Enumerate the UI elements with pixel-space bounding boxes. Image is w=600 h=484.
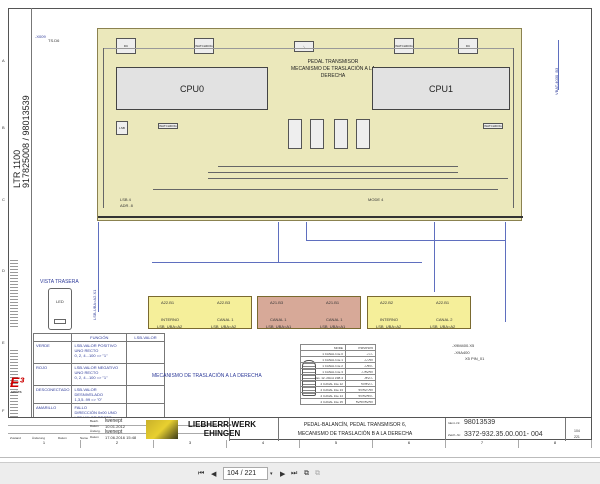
connector-sub: X5 PIN_01 — [465, 356, 485, 361]
rear-view-title: VISTA TRASERA — [40, 279, 79, 285]
document-numbers: 917825008 / 98013539 — [21, 95, 31, 188]
title-block: Zustand Änderung Datum Name Bearb. lwene… — [8, 417, 592, 441]
watchdog-box: WATCHDOG — [194, 38, 214, 54]
adr-label: ADR. 8 — [120, 203, 133, 208]
row-letter: F — [2, 408, 5, 413]
modifier: lwenept — [105, 429, 123, 435]
created-date: 10.01.2012 — [105, 424, 126, 429]
ident-number: 98013539 — [464, 419, 496, 426]
cpu1-block: CPU1 — [372, 67, 510, 110]
e3-logo-sub: series — [11, 389, 22, 394]
overlay-label: MECANISMO DE TRASLACIÓN A LA DERECHA — [152, 373, 262, 379]
first-page-icon[interactable]: ⏮ — [198, 470, 205, 477]
dc-converter-1: DC — [458, 38, 478, 54]
row-letter: B — [2, 125, 5, 130]
notice-text-2 — [10, 348, 18, 418]
dc-converter-0: DC — [116, 38, 136, 54]
led-label: LED — [56, 299, 64, 304]
left-title-strip: LTR 1100 917825008 / 98013539 E³ series — [8, 8, 32, 418]
next-page-icon[interactable]: ▶ — [280, 471, 286, 478]
crane-image — [146, 420, 178, 439]
copy-page-icon[interactable]: ⧉ — [304, 470, 309, 477]
drawing-description: PEDAL-BALANCÍN, PEDAL TRANSMISOR 6,MECAN… — [297, 422, 413, 437]
watchdog-box-1: WATCHDOG — [394, 38, 414, 54]
row-letter: E — [2, 340, 5, 345]
drawing-number: 3372-932.35.00.001- 004 — [464, 431, 543, 438]
lsb-box: LSB — [116, 121, 128, 135]
drawing-frame — [8, 8, 592, 440]
page-number-input[interactable]: 104 / 221 — [223, 467, 268, 480]
sheet-total: 221 — [574, 435, 580, 439]
author: lwenept — [105, 418, 123, 424]
pedal-transmitter-board: DC WATCHDOG ⟍ WATCHDOG DC PEDAL TRANSMIS… — [97, 28, 523, 221]
connector-label: -X9M400.X5 — [452, 343, 475, 348]
rear-view-device: LED — [48, 288, 72, 330]
e3-logo: E³ — [10, 374, 24, 390]
sheet-number: 104 — [574, 429, 580, 433]
copy-disabled-icon[interactable]: ⧉ — [315, 470, 320, 477]
row-letter: D — [2, 268, 5, 273]
viewer-toolbar: ⏮ ◀ 104 / 221 ▾ ▶ ⏭ ⧉ ⧉ — [0, 462, 600, 484]
connector-label-2: -X9A400 — [454, 350, 470, 355]
sensor-2 — [334, 119, 348, 149]
sensor-3 — [356, 119, 370, 149]
lsb-address: LSB 4 — [120, 197, 131, 202]
modified-date: 17.06.2016 15:48 — [105, 435, 137, 440]
watchdog-0: WATCHDOG — [158, 123, 178, 129]
sensor-0 — [288, 119, 302, 149]
cpu0-block: CPU0 — [116, 67, 268, 110]
top-ref2: TS.D6 — [48, 38, 60, 43]
pedal-icon: ⟍ — [294, 41, 314, 52]
last-page-icon[interactable]: ⏭ — [291, 470, 298, 477]
watchdog-1: WATCHDOG — [483, 123, 503, 129]
row-letter: A — [2, 58, 5, 63]
notice-text — [10, 258, 18, 328]
document-page: LTR 1100 917825008 / 98013539 E³ series … — [0, 8, 600, 458]
prev-page-icon[interactable]: ◀ — [211, 471, 217, 478]
top-ref: -X009 — [35, 34, 46, 39]
row-letter: C — [2, 197, 5, 202]
sensor-1 — [310, 119, 324, 149]
page-dropdown-icon[interactable]: ▾ — [270, 471, 273, 477]
mode-label: MODE 4 — [368, 197, 384, 202]
